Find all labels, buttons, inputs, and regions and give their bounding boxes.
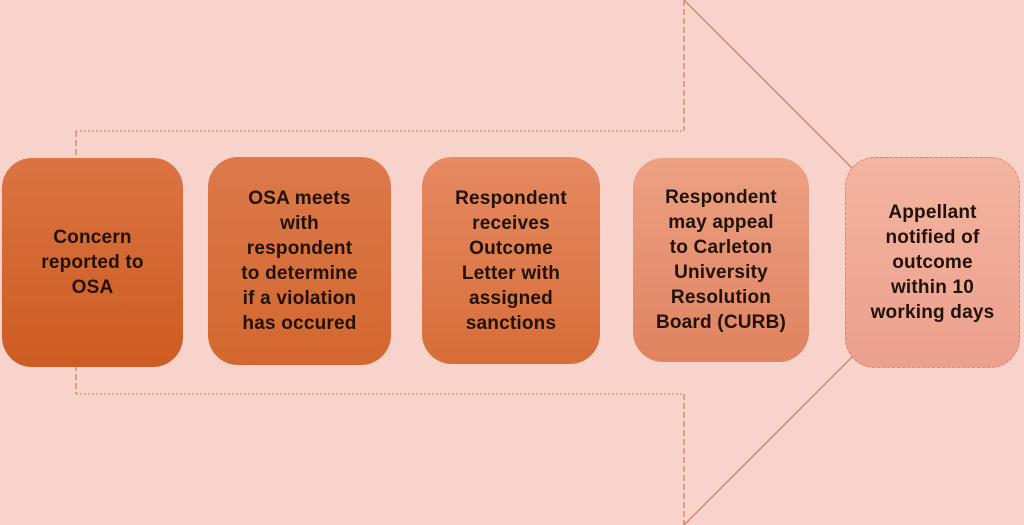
step-box-outcome-letter: Respondent receives Outcome Letter with … [422, 157, 600, 364]
step-box-osa-meets-respondent: OSA meets with respondent to determine i… [208, 157, 391, 365]
step-box-concern-reported: Concern reported to OSA [2, 158, 183, 367]
step-box-appellant-notified: Appellant notified of outcome within 10 … [845, 157, 1020, 368]
step-box-appeal-curb: Respondent may appeal to Carleton Univer… [633, 158, 809, 362]
arrow-outline [75, 0, 947, 525]
